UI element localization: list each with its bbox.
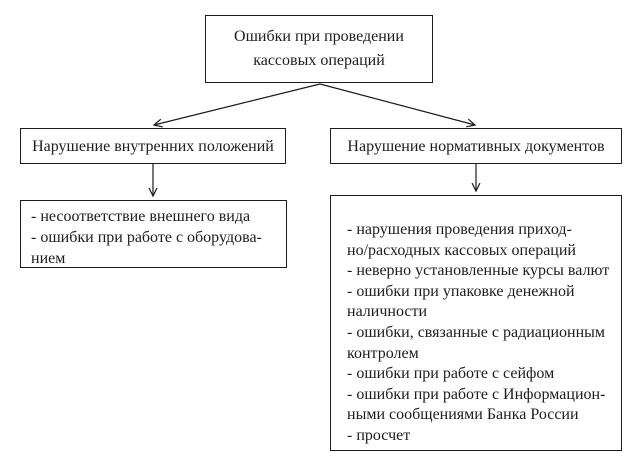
details-right-box: - нарушения проведения приход- но/расход… [330, 195, 622, 451]
branch-left-box: Нарушение внутренних положений [20, 128, 286, 164]
branch-right-box: Нарушение нормативных документов [330, 128, 622, 164]
arrow-root-to-left-branch [154, 83, 321, 125]
arrow-root-to-right-branch [319, 83, 475, 125]
details-left-box: - несоответствие внешнего вида - ошибки … [20, 200, 287, 268]
root-box: Ошибки при проведении кассовых операций [205, 15, 433, 83]
